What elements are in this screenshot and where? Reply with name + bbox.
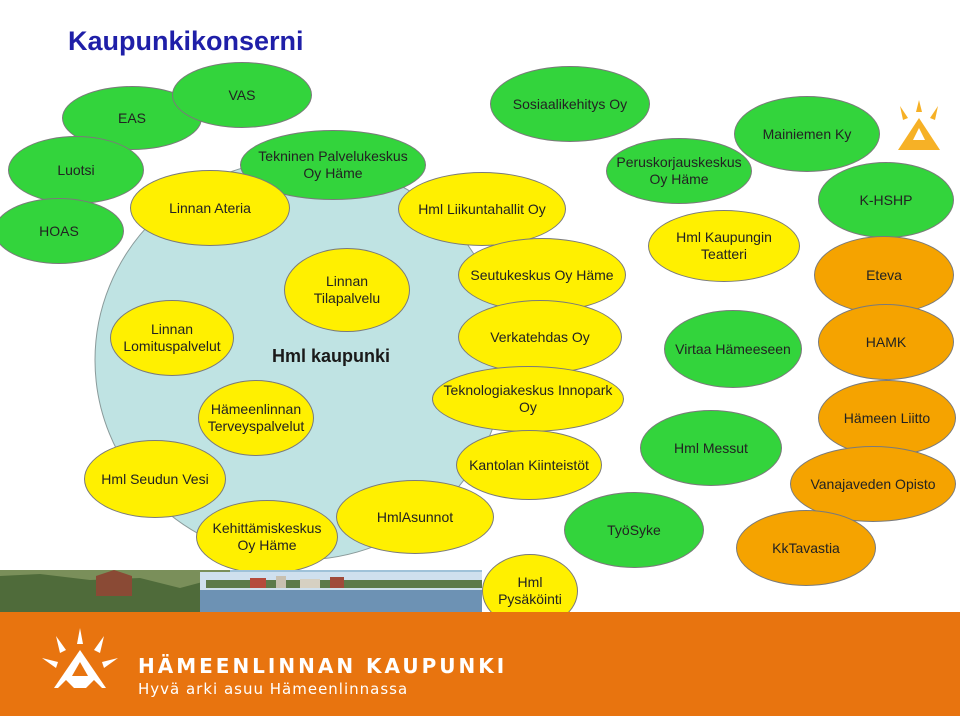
entity-tilapalvelu[interactable]: Linnan Tilapalvelu [284,248,410,332]
entity-label: Hämeenlinnan Terveyspalvelut [207,401,305,434]
entity-label: Seutukeskus Oy Häme [470,266,614,283]
entity-hoas[interactable]: HOAS [0,198,124,264]
entity-label: Linnan Tilapalvelu [313,273,381,306]
entity-kehittamiskeskus[interactable]: Kehittämiskeskus Oy Häme [196,500,338,574]
city-label: Hml kaupunki [272,346,391,366]
entity-peruskorjauskeskus[interactable]: Peruskorjauskeskus Oy Häme [606,138,752,204]
entity-label: Hml Messut [674,439,748,456]
entity-label: Hämeen Liitto [843,409,931,426]
entity-label: HOAS [39,222,79,239]
entity-label: Hml Pysäköinti [498,574,562,607]
entity-label: K-HSHP [859,191,913,208]
entity-label: Peruskorjauskeskus Oy Häme [616,154,742,187]
entity-label: Vanajaveden Opisto [810,475,936,492]
entity-mainiemen[interactable]: Mainiemen Ky [734,96,880,172]
entity-linnan-ateria[interactable]: Linnan Ateria [130,170,290,246]
entity-hamk[interactable]: HAMK [818,304,954,380]
brand-name: HÄMEENLINNAN KAUPUNKI [138,654,508,678]
entity-innopark[interactable]: Teknologiakeskus Innopark Oy [432,366,624,432]
entity-label: Sosiaalikehitys Oy [512,95,628,112]
entity-label: TyöSyke [607,521,661,538]
entity-label: Eteva [866,266,902,283]
entity-label: Linnan Ateria [169,199,251,216]
entity-label: Hml Liikuntahallit Oy [418,200,546,217]
entity-label: VAS [228,86,256,103]
entity-label: Linnan Lomituspalvelut [123,321,221,354]
entity-vas[interactable]: VAS [172,62,312,128]
entity-kktavastia[interactable]: KkTavastia [736,510,876,586]
entity-label: KkTavastia [772,539,840,556]
entity-virtaa[interactable]: Virtaa Hämeeseen [664,310,802,388]
brand-tagline: Hyvä arki asuu Hämeenlinnassa [138,680,409,698]
entity-label: EAS [117,109,146,126]
entity-label: Hml Seudun Vesi [101,470,209,487]
entity-label: Kantolan Kiinteistöt [469,456,589,473]
entity-lomituspalvelut[interactable]: Linnan Lomituspalvelut [110,300,234,376]
footer-band [0,612,960,716]
entity-tyosyke[interactable]: TyöSyke [564,492,704,568]
entity-label: Verkatehdas Oy [490,328,590,345]
entity-label: HAMK [865,333,907,350]
city-emblem-icon [42,628,118,688]
entity-label: Teknologiakeskus Innopark Oy [443,382,613,415]
entity-label: Luotsi [57,161,95,178]
entity-kantolan[interactable]: Kantolan Kiinteistöt [456,430,602,500]
entity-label: Kehittämiskeskus Oy Häme [212,520,322,553]
entity-sosiaalikehitys[interactable]: Sosiaalikehitys Oy [490,66,650,142]
entity-label: Virtaa Hämeeseen [675,340,791,357]
entity-seudun-vesi[interactable]: Hml Seudun Vesi [84,440,226,518]
entity-messut[interactable]: Hml Messut [640,410,782,486]
page-title: Kaupunkikonserni [68,26,304,56]
entity-teatteri[interactable]: Hml Kaupungin Teatteri [648,210,800,282]
entity-hameen-liitto[interactable]: Hämeen Liitto [818,380,956,456]
emblem-watermark-icon [898,100,940,150]
entity-vanajaveden[interactable]: Vanajaveden Opisto [790,446,956,522]
entity-eteva[interactable]: Eteva [814,236,954,314]
entity-label: Tekninen Palvelukeskus Oy Häme [258,148,408,181]
castle-landscape-photo [0,570,482,612]
entity-label: HmlAsunnot [376,508,454,525]
entity-label: Mainiemen Ky [762,125,852,142]
entity-luotsi[interactable]: Luotsi [8,136,144,204]
entity-liikuntahallit[interactable]: Hml Liikuntahallit Oy [398,172,566,246]
entity-hmlasunnot[interactable]: HmlAsunnot [336,480,494,554]
entity-terveyspalvelut[interactable]: Hämeenlinnan Terveyspalvelut [198,380,314,456]
entity-verkatehdas[interactable]: Verkatehdas Oy [458,300,622,374]
entity-k-hshp[interactable]: K-HSHP [818,162,954,238]
entity-label: Hml Kaupungin Teatteri [676,229,772,262]
